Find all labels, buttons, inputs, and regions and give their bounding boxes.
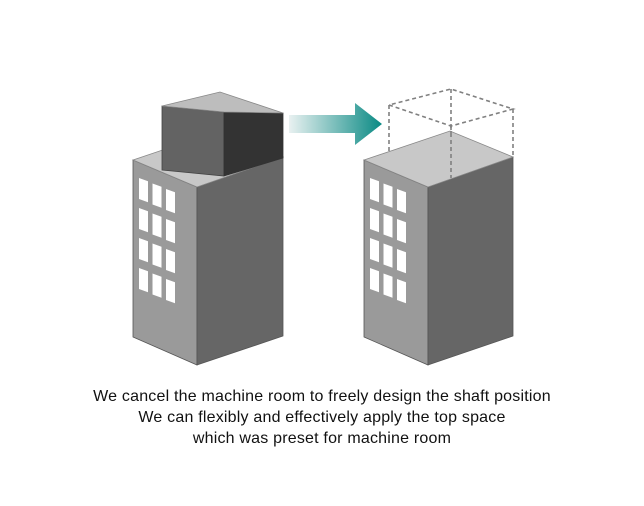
machine-room-front xyxy=(161,105,225,177)
right-building-roof xyxy=(362,130,515,188)
caption-line: which was preset for machine room xyxy=(192,430,452,447)
window xyxy=(370,238,379,263)
window xyxy=(139,238,148,263)
window xyxy=(152,273,162,298)
dashed-machine-room-outline xyxy=(386,88,516,178)
window xyxy=(397,219,406,244)
window xyxy=(152,243,162,268)
window xyxy=(383,183,393,208)
window xyxy=(397,249,406,274)
caption-line: We can flexibly and effectively apply th… xyxy=(138,409,506,426)
window xyxy=(139,208,148,233)
arrow-right-icon xyxy=(289,103,382,145)
right-building-windows xyxy=(370,178,406,304)
window xyxy=(383,213,393,238)
left-building-windows xyxy=(139,178,175,304)
building-without-machine-room xyxy=(362,88,516,366)
caption-line: We cancel the machine room to freely des… xyxy=(93,388,551,405)
window xyxy=(383,273,393,298)
window xyxy=(166,249,175,274)
right-building-side-wall xyxy=(427,156,514,366)
window xyxy=(383,243,393,268)
window xyxy=(397,189,406,214)
window xyxy=(370,208,379,233)
window xyxy=(370,268,379,293)
window xyxy=(166,279,175,304)
building-with-machine-room xyxy=(131,91,285,366)
window xyxy=(166,189,175,214)
window xyxy=(152,213,162,238)
window xyxy=(370,178,379,203)
left-building-side-wall xyxy=(196,156,284,366)
machine-room-top xyxy=(161,91,284,114)
window xyxy=(397,279,406,304)
diagram xyxy=(131,88,516,366)
window xyxy=(139,268,148,293)
window xyxy=(152,183,162,208)
window xyxy=(139,178,148,203)
window xyxy=(166,219,175,244)
